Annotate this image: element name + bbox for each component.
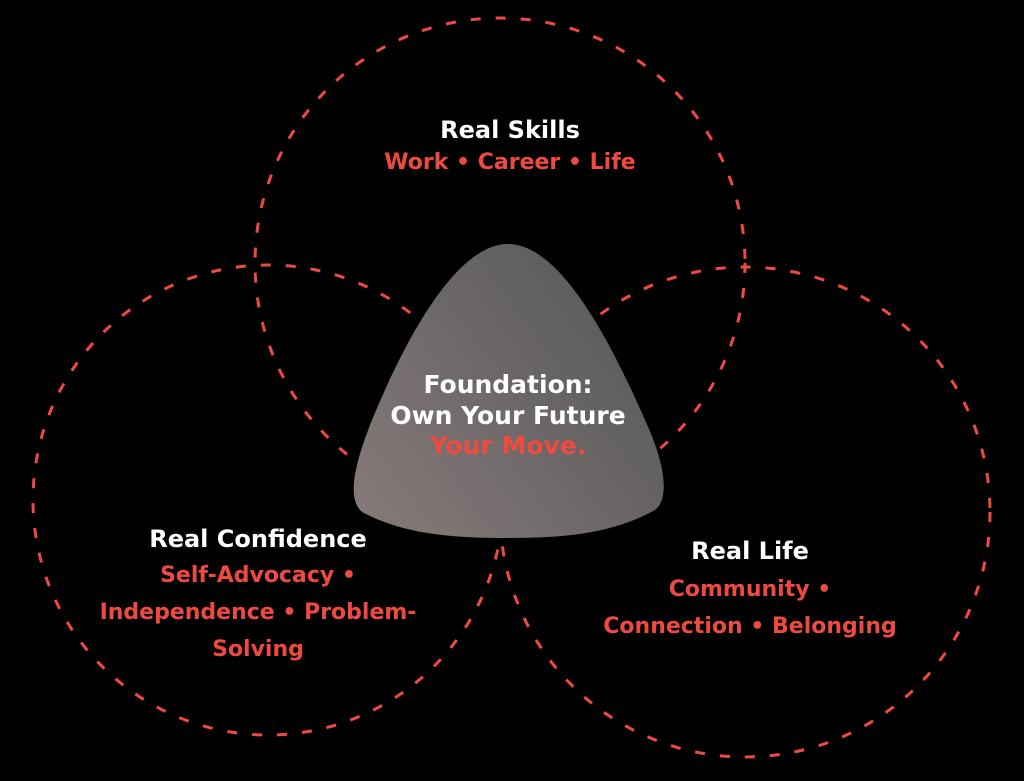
- center-title-line-1: Foundation:: [423, 370, 593, 399]
- real-life-subtitle-line-1: Community •: [668, 577, 832, 602]
- circle-label-real-skills: Real Skills Work • Career • Life: [300, 118, 720, 174]
- real-skills-title: Real Skills: [440, 116, 580, 144]
- center-foundation-shape: [353, 244, 664, 538]
- real-skills-subtitle: Work • Career • Life: [384, 150, 636, 175]
- real-confidence-subtitle-line-1: Self-Advocacy •: [160, 563, 356, 588]
- circle-real-life: [498, 265, 992, 759]
- real-confidence-subtitle-line-3: Solving: [212, 637, 304, 662]
- center-tagline: Your Move.: [429, 431, 587, 460]
- center-label: Foundation: Own Your Future Your Move.: [358, 372, 658, 458]
- circle-label-real-life: Real Life Community • Connection • Belon…: [560, 539, 940, 638]
- real-confidence-title: Real Confidence: [149, 525, 367, 553]
- circle-label-real-confidence: Real Confidence Self-Advocacy • Independ…: [58, 527, 458, 661]
- real-confidence-subtitle-line-2: Independence • Problem-: [99, 600, 417, 625]
- center-title-line-2: Own Your Future: [390, 401, 626, 430]
- real-life-subtitle-line-2: Connection • Belonging: [603, 614, 897, 639]
- real-life-title: Real Life: [691, 537, 809, 565]
